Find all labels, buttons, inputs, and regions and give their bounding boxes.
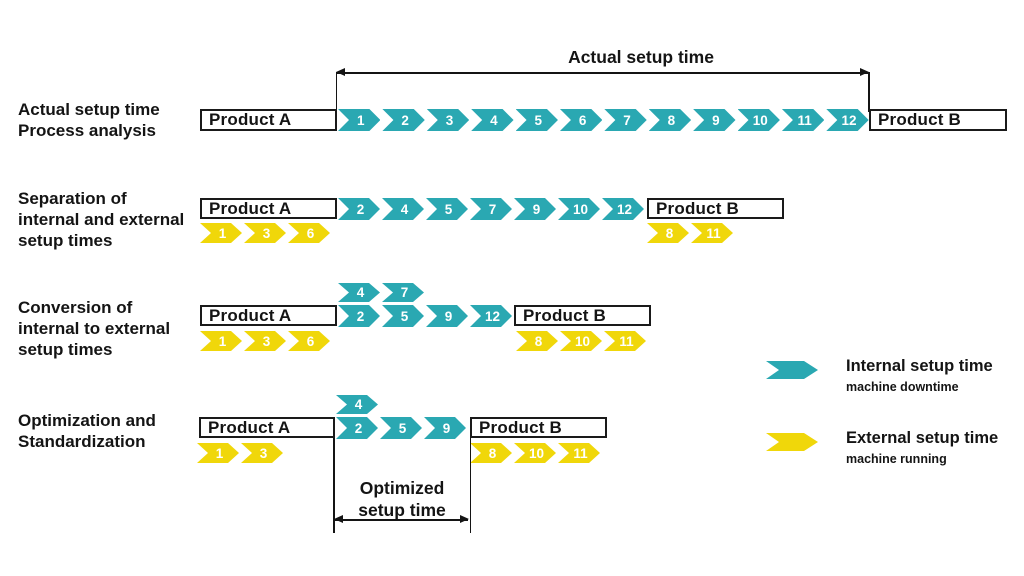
setup-step-chevron: 6 <box>288 331 330 351</box>
setup-step-chevron: 4 <box>336 395 378 414</box>
product-b-box: Product B <box>514 305 651 326</box>
arrowhead-right-icon <box>460 515 469 524</box>
row-label-conversion: Conversion of internal to external setup… <box>18 298 171 359</box>
actual-setup-time-span-arrow <box>336 68 869 77</box>
setup-step-chevron: 3 <box>427 109 469 131</box>
bracket-line-right <box>868 72 870 112</box>
setup-step-chevron: 11 <box>691 223 733 243</box>
product-a-box: Product A <box>200 198 337 219</box>
setup-step-chevron: 4 <box>338 283 380 302</box>
setup-step-chevron: 9 <box>514 198 556 220</box>
row-label-process-analysis: Actual setup time Process analysis <box>18 100 160 140</box>
setup-step-chevron: 12 <box>470 305 512 327</box>
setup-step-chevron: 2 <box>338 305 380 327</box>
arrowhead-left-icon <box>334 515 343 524</box>
setup-step-chevron: 5 <box>516 109 558 131</box>
product-a-label: Product A <box>209 198 292 218</box>
setup-step-chevron: 2 <box>382 109 424 131</box>
setup-step-chevron: 1 <box>338 109 380 131</box>
bracket-line-left <box>335 72 338 110</box>
row-label-separation: Separation of internal and external setu… <box>18 189 185 250</box>
setup-step-chevron: 8 <box>516 331 558 351</box>
setup-step-chevron: 11 <box>782 109 824 131</box>
legend-external-subtitle: machine running <box>846 452 947 466</box>
arrowhead-left-icon <box>336 68 345 77</box>
product-b-label: Product B <box>479 417 563 437</box>
setup-step-chevron: 8 <box>647 223 689 243</box>
optimized-bracket-line-right <box>469 438 472 533</box>
optimized-setup-time-label: Optimized setup time <box>358 478 446 520</box>
setup-step-chevron: 11 <box>558 443 600 463</box>
setup-step-chevron: 3 <box>244 223 286 243</box>
setup-step-chevron: 12 <box>826 109 868 131</box>
legend-internal-title: Internal setup time <box>846 357 993 375</box>
product-b-label: Product B <box>878 110 962 129</box>
setup-step-chevron: 9 <box>426 305 468 327</box>
actual-setup-time-label: Actual setup time <box>568 47 714 67</box>
setup-step-chevron: 9 <box>424 417 466 439</box>
product-a-label: Product A <box>209 110 292 129</box>
product-b-box: Product B <box>869 109 1007 131</box>
product-a-box: Product A <box>200 109 337 131</box>
setup-step-chevron: 5 <box>380 417 422 439</box>
setup-step-chevron: 1 <box>200 331 242 351</box>
optimized-bracket-line-left <box>333 438 335 533</box>
product-a-box: Product A <box>200 305 337 326</box>
product-b-label: Product B <box>523 305 607 325</box>
product-a-label: Product A <box>208 417 291 437</box>
setup-step-chevron: 7 <box>382 283 424 302</box>
setup-step-chevron: 10 <box>558 198 600 220</box>
setup-step-chevron: 2 <box>336 417 378 439</box>
product-a-label: Product A <box>209 305 292 325</box>
product-b-label: Product B <box>656 198 740 218</box>
legend-external-title: External setup time <box>846 429 999 447</box>
setup-step-chevron: 8 <box>649 109 691 131</box>
setup-step-chevron: 10 <box>560 331 602 351</box>
optimized-setup-time-span-arrow <box>334 515 469 524</box>
setup-step-chevron: 6 <box>288 223 330 243</box>
product-a-box: Product A <box>199 417 335 438</box>
setup-step-chevron: 4 <box>382 198 424 220</box>
setup-step-chevron: 9 <box>693 109 735 131</box>
setup-step-chevron: 8 <box>470 443 512 463</box>
external-setup-arrow-icon <box>766 433 818 451</box>
setup-step-chevron: 5 <box>382 305 424 327</box>
legend-internal-subtitle: machine downtime <box>846 380 959 394</box>
setup-step-chevron: 3 <box>241 443 283 463</box>
setup-step-chevron: 12 <box>602 198 644 220</box>
setup-step-chevron: 10 <box>738 109 780 131</box>
setup-step-chevron: 1 <box>200 223 242 243</box>
internal-setup-arrow-icon <box>766 361 818 379</box>
setup-step-chevron: 4 <box>471 109 513 131</box>
row-label-optimization: Optimization and Standardization <box>18 411 156 451</box>
product-b-box: Product B <box>647 198 784 219</box>
setup-step-chevron: 7 <box>604 109 646 131</box>
setup-step-chevron: 7 <box>470 198 512 220</box>
product-b-box: Product B <box>470 417 607 438</box>
setup-step-chevron: 5 <box>426 198 468 220</box>
setup-step-chevron: 10 <box>514 443 556 463</box>
setup-step-chevron: 6 <box>560 109 602 131</box>
setup-step-chevron: 3 <box>244 331 286 351</box>
internal-steps-row4-above: 4 <box>336 395 378 414</box>
arrowhead-right-icon <box>860 68 869 77</box>
setup-step-chevron: 1 <box>197 443 239 463</box>
setup-step-chevron: 2 <box>338 198 380 220</box>
setup-step-chevron: 11 <box>604 331 646 351</box>
